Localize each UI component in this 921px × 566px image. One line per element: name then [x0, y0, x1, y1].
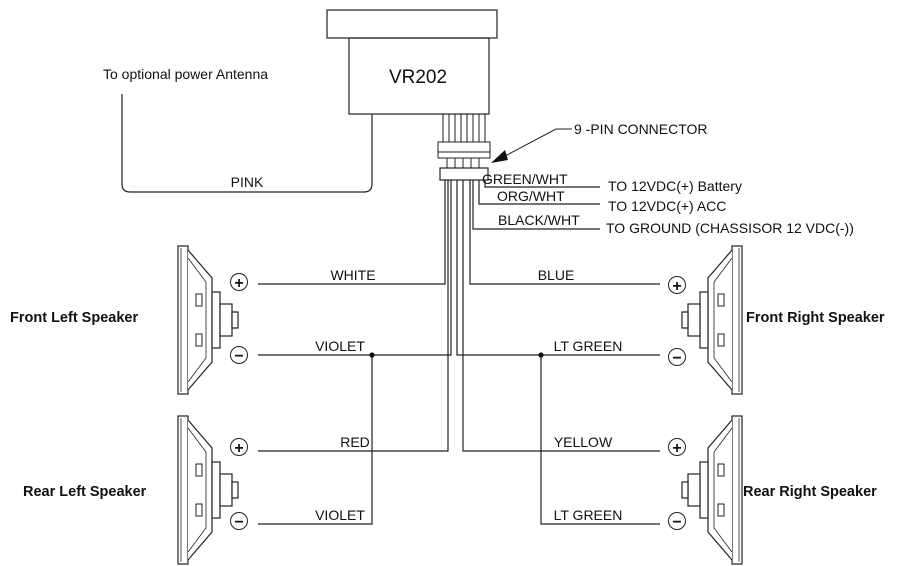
svg-text:−: − [234, 348, 243, 365]
connector-label: 9 -PIN CONNECTOR [574, 121, 708, 137]
red-wire-label: RED [340, 434, 370, 450]
rear-left-speaker: Rear Left Speaker [23, 415, 239, 565]
minus-terminal-fr: − [668, 348, 686, 367]
front-left-speaker-label: Front Left Speaker [10, 310, 138, 326]
connector-callout: 9 -PIN CONNECTOR [491, 121, 708, 163]
white-wire-label: WHITE [330, 267, 375, 283]
ltgreen-front-wire-label: LT GREEN [554, 338, 623, 354]
front-right-speaker-label: Front Right Speaker [746, 310, 885, 326]
ltgreen-rear-wire-label: LT GREEN [554, 507, 623, 523]
plus-terminal-fr: + [668, 276, 686, 295]
head-unit: VR202 [326, 9, 498, 181]
battery-dest-label: TO 12VDC(+) Battery [608, 178, 742, 194]
plus-terminal-rl: + [230, 438, 248, 457]
nine-pin-connector [439, 167, 489, 181]
violet-front-wire-label: VIOLET [315, 338, 365, 354]
svg-text:+: + [672, 278, 681, 295]
front-right-speaker: Front Right Speaker [681, 245, 885, 395]
rear-right-speaker: Rear Right Speaker [681, 415, 877, 565]
green-wht-wire-label: GREEN/WHT [482, 171, 568, 187]
svg-text:−: − [672, 514, 681, 531]
front-left-speaker: Front Left Speaker [10, 245, 239, 395]
svg-text:+: + [672, 440, 681, 457]
minus-terminal-rl: − [230, 512, 248, 531]
harness-stub [437, 113, 491, 168]
connector-arrowhead [491, 150, 508, 163]
speaker-wires: WHITE VIOLET RED VIOLET BLUE LT GREEN YE… [258, 180, 660, 525]
acc-dest-label: TO 12VDC(+) ACC [608, 198, 726, 214]
plus-terminal-rr: + [668, 438, 686, 457]
power-wires: GREEN/WHT TO 12VDC(+) Battery ORG/WHT TO… [472, 171, 854, 236]
blue-wire-label: BLUE [538, 267, 575, 283]
svg-text:−: − [672, 350, 681, 367]
org-wht-wire-label: ORG/WHT [497, 188, 565, 204]
ground-dest-label: TO GROUND (CHASSISOR 12 VDC(-)) [606, 220, 854, 236]
svg-text:+: + [234, 275, 243, 292]
unit-faceplate [326, 9, 498, 39]
yellow-wire-label: YELLOW [554, 434, 613, 450]
antenna-label: To optional power Antenna [103, 66, 268, 82]
ltgreen-junction-dot [538, 352, 544, 358]
rear-left-speaker-label: Rear Left Speaker [23, 484, 147, 500]
pink-wire-label: PINK [231, 174, 264, 190]
unit-body [348, 37, 490, 115]
terminals: + − + − + − + − [230, 273, 686, 531]
rear-right-speaker-label: Rear Right Speaker [743, 484, 877, 500]
minus-terminal-fl: − [230, 346, 248, 365]
plus-terminal-fl: + [230, 273, 248, 292]
violet-junction-dot [369, 352, 375, 358]
svg-text:−: − [234, 514, 243, 531]
unit-label: VR202 [389, 67, 447, 88]
antenna-wire: To optional power Antenna PINK [103, 66, 373, 193]
svg-text:+: + [234, 440, 243, 457]
minus-terminal-rr: − [668, 512, 686, 531]
violet-rear-wire-label: VIOLET [315, 507, 365, 523]
black-wht-wire-label: BLACK/WHT [498, 212, 580, 228]
